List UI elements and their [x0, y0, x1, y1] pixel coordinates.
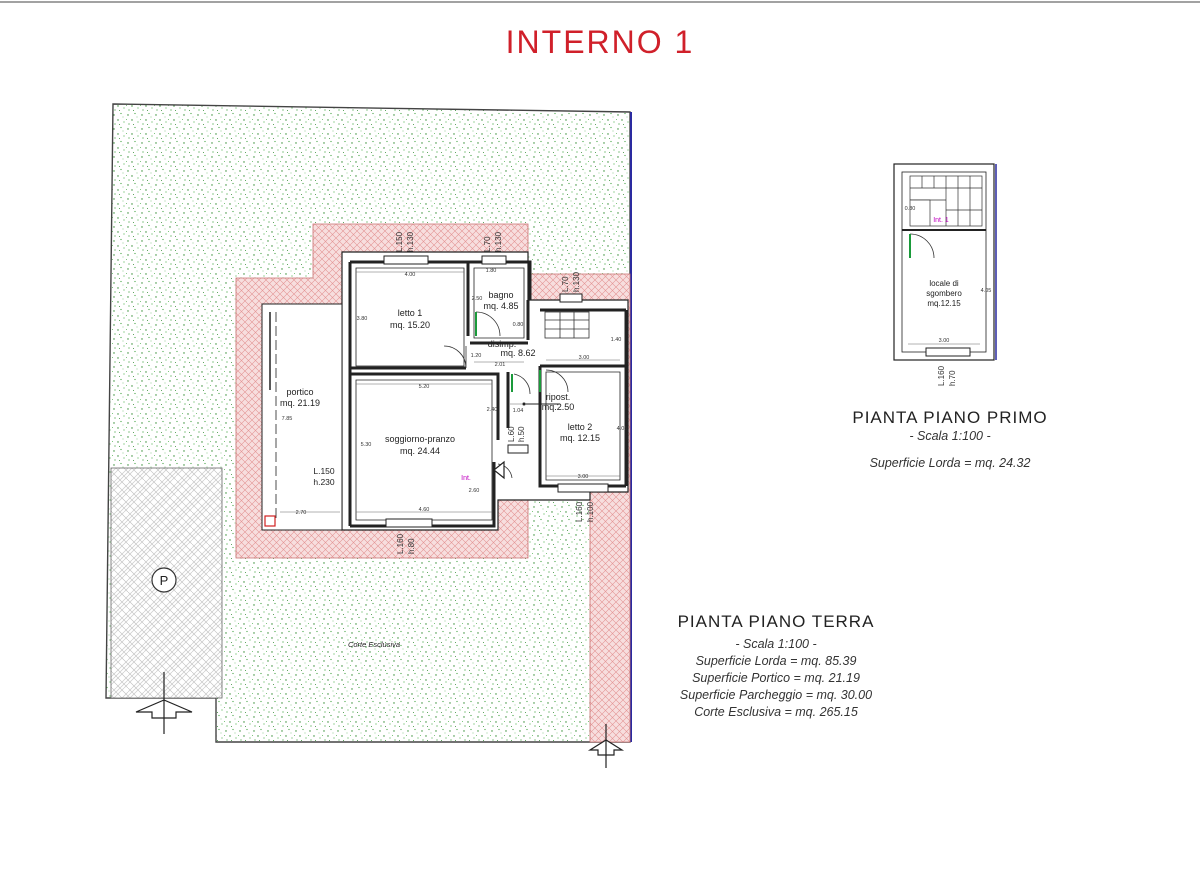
dim-4-60: 4.60 — [419, 507, 430, 513]
ground-floor-line-1: Superficie Portico = mq. 21.19 — [692, 671, 860, 685]
window2-l: L.70 — [483, 236, 492, 252]
ff-room-area: mq.12.15 — [927, 299, 961, 308]
dim-1-20: 1.20 — [471, 353, 482, 359]
parking-label: P — [160, 573, 169, 588]
corte-label: Corte Esclusiva — [348, 640, 400, 649]
dim-5-30: 5.30 — [361, 442, 372, 448]
room-bagno-name: bagno — [488, 290, 513, 300]
dim-2-50: 2.50 — [472, 296, 483, 302]
first-floor-scale: - Scala 1:100 - — [909, 429, 991, 443]
window5-h: h.100 — [586, 501, 595, 522]
dim-7-85: 7.85 — [282, 416, 293, 422]
window4-h: h.50 — [517, 426, 526, 442]
dim-0-80: 0.80 — [513, 322, 524, 328]
page-title: INTERNO 1 — [505, 24, 695, 60]
ground-floor-caption: PIANTA PIANO TERRA - Scala 1:100 - Super… — [646, 612, 906, 721]
dim-2-01: 2.01 — [495, 362, 506, 368]
ff-room-line1: locale di — [929, 279, 959, 288]
ground-floor-line-2: Superficie Parcheggio = mq. 30.00 — [679, 688, 873, 702]
ground-floor-scale: - Scala 1:100 - — [735, 637, 817, 651]
parking-symbol — [151, 567, 177, 593]
ff-int-label: Int. 1 — [933, 217, 949, 224]
room-bagno-area: mq. 4.85 — [483, 301, 518, 311]
first-floor-plan: locale di sgombero mq.12.15 Int. 1 0.80 … — [893, 163, 997, 386]
window4-l: L.60 — [507, 426, 516, 442]
ff-dim-0-80: 0.80 — [905, 206, 916, 212]
room-portico-name: portico — [286, 387, 313, 397]
ground-floor-plan: P — [105, 103, 632, 768]
dim-5-20: 5.20 — [419, 384, 430, 390]
portico-area — [261, 303, 343, 531]
ground-floor-line-0: Superficie Lorda = mq. 85.39 — [695, 654, 857, 668]
ff-window-h: h.70 — [948, 370, 957, 386]
dim-2-70: 2.70 — [296, 510, 307, 516]
dim-1-80: 1.80 — [486, 268, 497, 274]
room-disimp-name: disimp. — [488, 339, 517, 349]
ground-floor-line-3: Corte Esclusiva = mq. 265.15 — [694, 705, 858, 719]
dim-3-80: 3.80 — [357, 316, 368, 322]
dim-2-60: 2.60 — [469, 488, 480, 494]
room-disimp-area: mq. 8.62 — [500, 348, 535, 358]
room-letto2-area: mq. 12.15 — [560, 433, 600, 443]
room-ripost-area: mq.2.50 — [542, 402, 575, 412]
ff-dim-3-00: 3.00 — [939, 338, 950, 344]
dim-4-00: 4.00 — [405, 272, 416, 278]
window3-h: h.130 — [572, 271, 581, 292]
ground-floor-heading: PIANTA PIANO TERRA — [677, 612, 875, 631]
dim-1-04: 1.04 — [513, 408, 524, 414]
portico-opening-l: L.150 — [313, 466, 335, 476]
room-soggiorno-area: mq. 24.44 — [400, 446, 440, 456]
int-label: Int. — [461, 475, 471, 482]
dim-3-00-a: 3.00 — [579, 355, 590, 361]
ff-room-line2: sgombero — [926, 289, 962, 298]
window6-h: h.80 — [407, 538, 416, 554]
first-floor-caption: PIANTA PIANO PRIMO - Scala 1:100 - Super… — [820, 408, 1080, 472]
first-floor-heading: PIANTA PIANO PRIMO — [852, 408, 1048, 427]
window1-h: h.130 — [406, 231, 415, 252]
ff-dim-4-05: 4.05 — [981, 288, 992, 294]
window5-l: L.160 — [575, 501, 584, 522]
room-portico-area: mq. 21.19 — [280, 398, 320, 408]
portico-opening-h: h.230 — [313, 477, 335, 487]
room-letto1-name: letto 1 — [398, 308, 423, 318]
ff-window-l: L.160 — [937, 365, 946, 386]
dim-4-05: 4.05 — [617, 426, 628, 432]
first-floor-line-0: Superficie Lorda = mq. 24.32 — [869, 456, 1031, 470]
room-soggiorno-name: soggiorno-pranzo — [385, 434, 455, 444]
dim-1-40: 1.40 — [611, 337, 622, 343]
room-letto2-name: letto 2 — [568, 422, 593, 432]
window1-l: L.150 — [395, 231, 404, 252]
room-letto1-area: mq. 15.20 — [390, 320, 430, 330]
window2-h: h.130 — [494, 231, 503, 252]
dim-3-00-b: 3.00 — [578, 474, 589, 480]
dim-2-40: 2.40 — [487, 407, 498, 413]
window6-l: L.160 — [396, 533, 405, 554]
window3-l: L.70 — [561, 276, 570, 292]
room-ripost-name: ripost. — [546, 392, 571, 402]
